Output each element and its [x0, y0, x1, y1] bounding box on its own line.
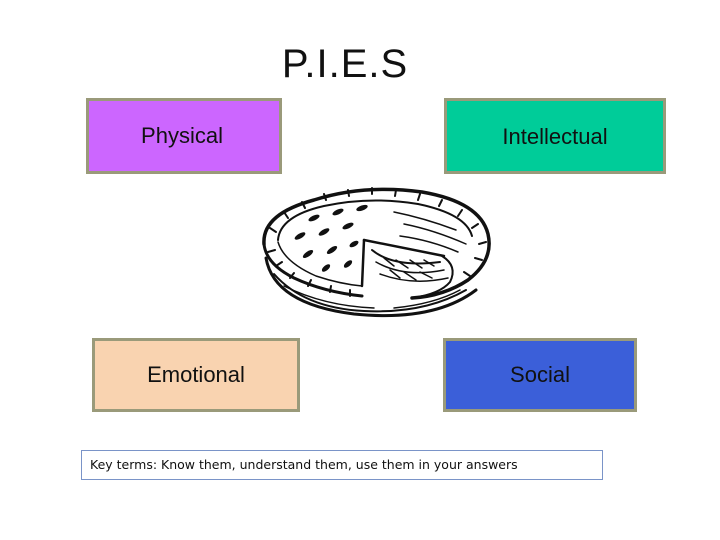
physical-label: Physical [141, 123, 223, 149]
slide-title: P.I.E.S [240, 42, 450, 87]
pie-icon [244, 178, 504, 326]
social-box: Social [443, 338, 637, 412]
emotional-box: Emotional [92, 338, 300, 412]
intellectual-label: Intellectual [502, 124, 607, 150]
emotional-label: Emotional [147, 362, 245, 388]
physical-box: Physical [86, 98, 282, 174]
key-terms-note: Key terms: Know them, understand them, u… [81, 450, 603, 480]
social-label: Social [510, 362, 570, 388]
intellectual-box: Intellectual [444, 98, 666, 174]
